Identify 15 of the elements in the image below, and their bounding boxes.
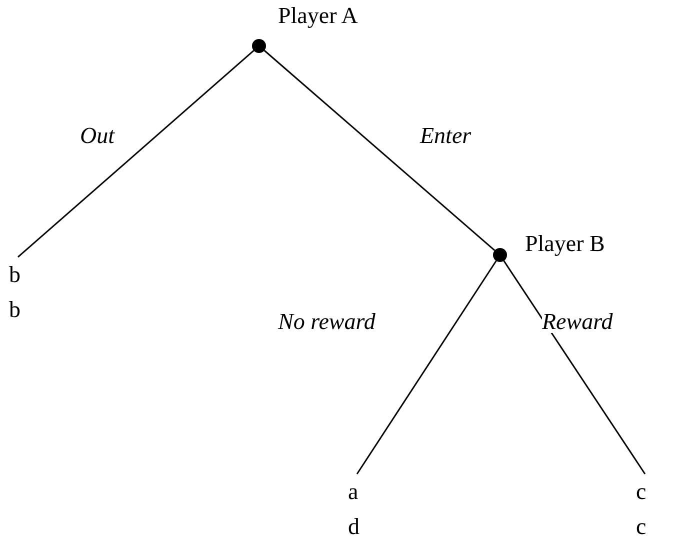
tree-branch	[356, 260, 497, 474]
player-label: Player B	[525, 232, 605, 255]
payoff-value: d	[348, 513, 360, 541]
player-label: Player A	[278, 4, 358, 27]
payoff-value: b	[9, 296, 22, 324]
payoff-value: b	[9, 261, 22, 289]
decision-node-dot	[493, 248, 507, 262]
tree-branch	[503, 260, 646, 474]
payoff-value: c	[636, 513, 648, 541]
tree-branch	[18, 50, 254, 258]
payoff-value: a	[348, 478, 360, 506]
edge-label: Reward	[542, 310, 613, 333]
tree-branch	[264, 50, 496, 251]
payoff-value: c	[636, 478, 648, 506]
decision-node-dot	[252, 39, 266, 53]
